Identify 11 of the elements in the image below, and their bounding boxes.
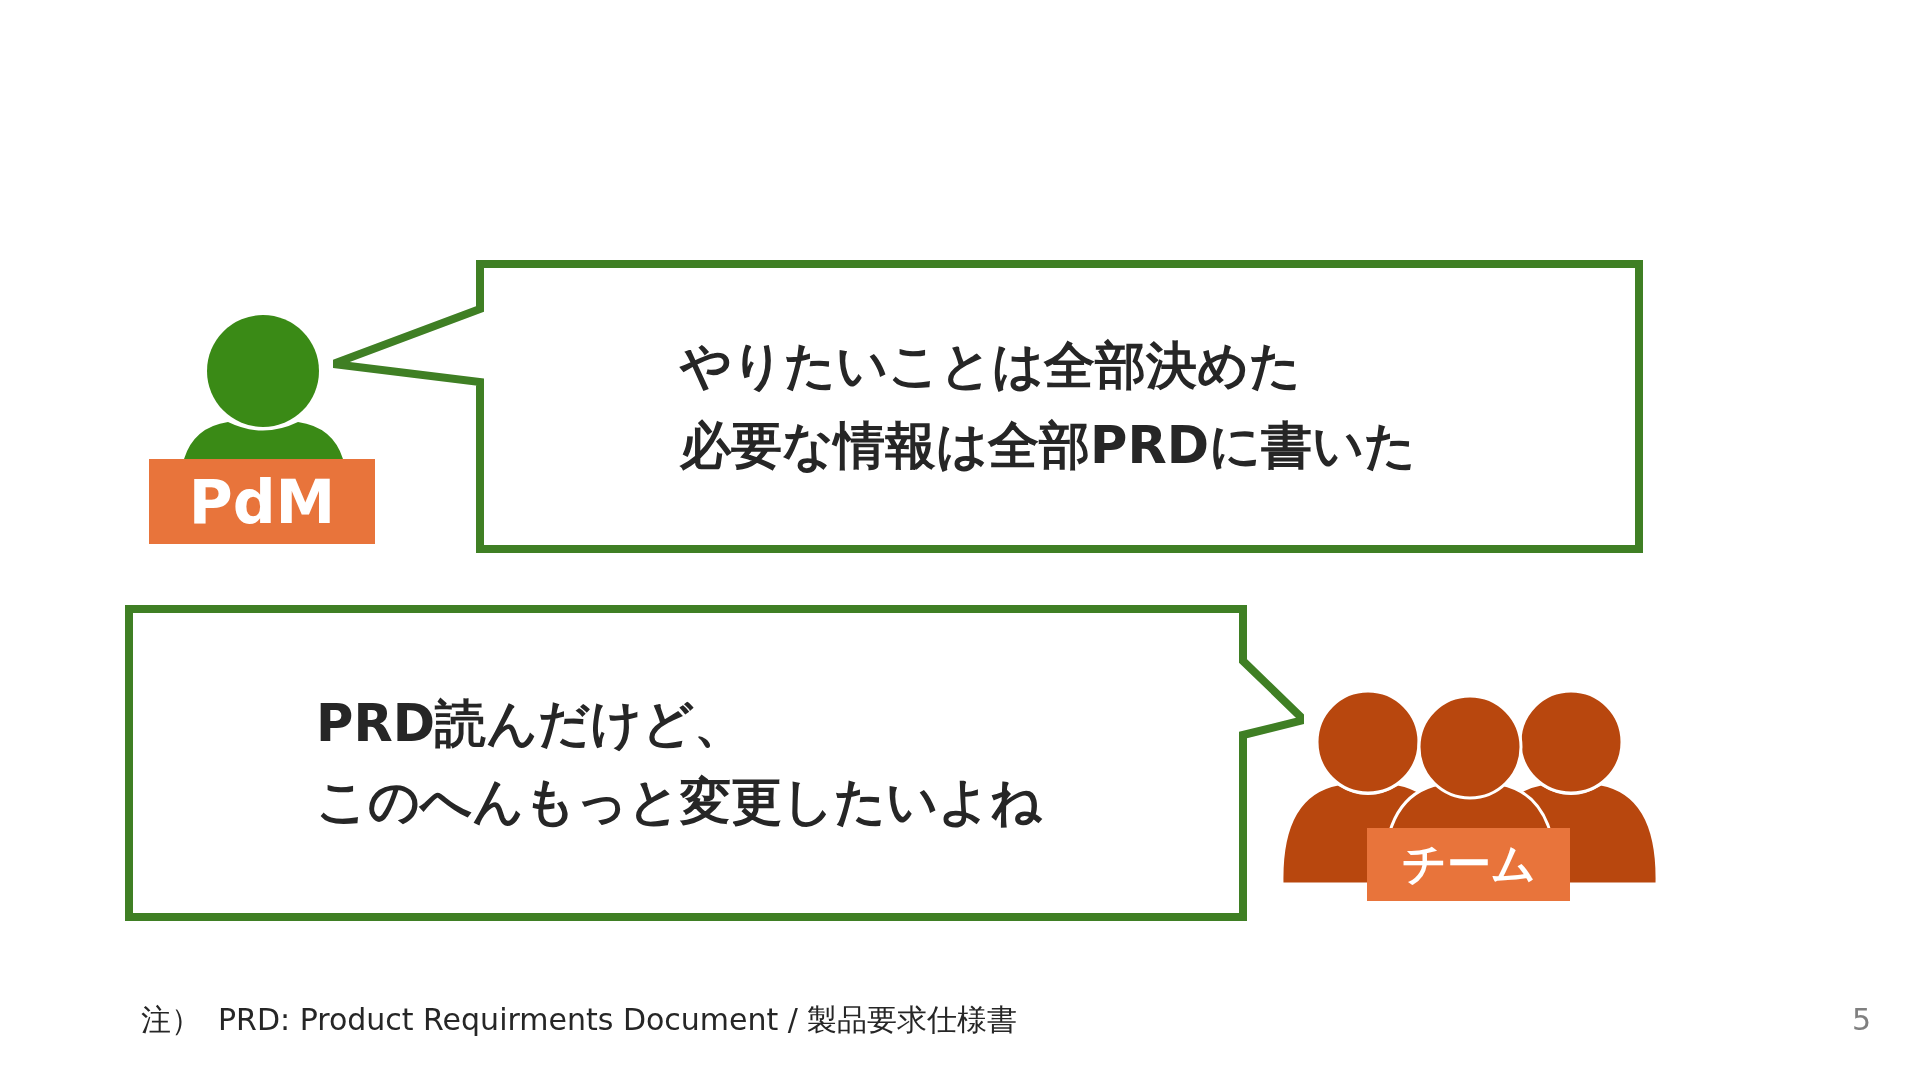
page-number: 5 [1852,1002,1872,1037]
speech-text: 必要な情報は全部PRDに書いた [680,415,1416,477]
footnote-text: 注） [141,1001,201,1039]
name-tag: PdM [149,459,375,544]
name-tag: チーム [1367,828,1570,901]
speech-bubble [333,260,1643,553]
speech-text: このへんもっと変更したいよね [316,771,1042,833]
speech-text: やりたいことは全部決めた [680,335,1301,397]
speech-bubble [125,605,1304,921]
speech-text: PRD読んだけど、 [316,693,745,755]
footnote-text: PRD: Product Requirments Document / 製品要求仕様書 [218,1001,1018,1039]
